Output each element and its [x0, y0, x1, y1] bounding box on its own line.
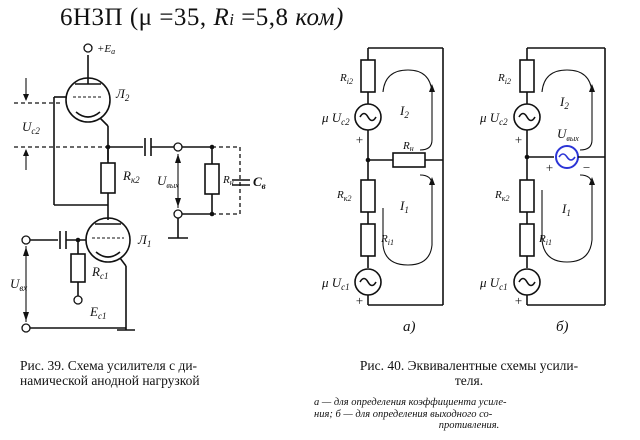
- svg-text:Ri2: Ri2: [339, 72, 353, 86]
- svg-text:б): б): [556, 319, 569, 335]
- svg-text:μ Uc2: μ Uc2: [321, 110, 350, 127]
- svg-text:+Ea: +Ea: [97, 43, 115, 56]
- svg-text:μ Uc2: μ Uc2: [479, 110, 508, 127]
- svg-text:I2: I2: [559, 94, 569, 111]
- title-mu: (μ =35,: [129, 4, 207, 31]
- svg-text:Rc1: Rc1: [91, 264, 108, 281]
- title-ri: R: [213, 4, 230, 31]
- svg-text:+: +: [355, 293, 364, 308]
- svg-text:I2: I2: [399, 103, 409, 120]
- svg-text:а): а): [403, 319, 416, 335]
- fig40a: Ri2 μ Uc2 + I2 Rн Rк2 I1 Ri1 μ Uc1 + а): [321, 47, 444, 335]
- fig39-caption-line2: намической анодной нагрузкой: [20, 373, 200, 388]
- svg-text:μ Uc1: μ Uc1: [479, 275, 508, 292]
- rn-resistor-a: [392, 152, 426, 168]
- title-unit: ком): [295, 4, 344, 31]
- svg-text:Rк2: Rк2: [336, 189, 351, 203]
- svg-text:Uc2: Uc2: [22, 119, 40, 136]
- title-ri-sub: i: [229, 10, 235, 29]
- fig40b: + − Ri2 μ Uc2 + I2 Uвых Rк2 I1 Ri1 μ Uc1…: [479, 47, 606, 335]
- svg-text:Cв: Cв: [253, 174, 266, 191]
- fig40-subcaption-line1: а — для определения коэффициента усиле-: [314, 397, 507, 408]
- svg-text:Uвх: Uвх: [10, 276, 27, 293]
- svg-text:Л1: Л1: [137, 232, 151, 249]
- svg-text:Ri2: Ri2: [497, 72, 511, 86]
- svg-text:Ri1: Ri1: [380, 233, 394, 247]
- svg-text:I1: I1: [399, 198, 409, 215]
- svg-text:Л2: Л2: [115, 86, 130, 103]
- svg-text:+: +: [514, 132, 523, 147]
- svg-text:Uвых: Uвых: [157, 173, 179, 190]
- tube-type: 6Н3П: [60, 4, 124, 31]
- fig39-caption: Рис. 39. Схема усилителя с ди- намическо…: [20, 358, 200, 388]
- fig40-caption: Рис. 40. Эквивалентные схемы усили- теля…: [313, 358, 625, 388]
- svg-text:Rк2: Rк2: [494, 189, 509, 203]
- svg-text:Rк2: Rк2: [122, 168, 140, 185]
- svg-text:I1: I1: [561, 201, 571, 218]
- ea-terminal: [83, 43, 93, 53]
- fig39-caption-line1: Рис. 39. Схема усилителя с ди-: [20, 358, 198, 373]
- fig40-caption-line2: теля.: [454, 373, 484, 388]
- svg-text:Rн: Rн: [402, 140, 414, 153]
- fig40-caption-line1: Рис. 40. Эквивалентные схемы усили-: [359, 358, 579, 373]
- title-ri-value: =5,8: [241, 4, 289, 31]
- svg-text:μ Uc1: μ Uc1: [321, 275, 350, 292]
- svg-text:Rн: Rн: [222, 174, 234, 187]
- svg-text:+: +: [545, 160, 554, 175]
- svg-text:−: −: [582, 160, 591, 175]
- svg-text:+: +: [514, 293, 523, 308]
- fig40-subcaption-line2: ния; б — для определения выходного со-: [314, 408, 493, 420]
- svg-text:Uвых: Uвых: [557, 126, 579, 143]
- tube-l2: [65, 70, 111, 123]
- fig40-subcaption-line3: противления.: [438, 420, 500, 431]
- svg-text:Ec1: Ec1: [89, 304, 106, 321]
- svg-text:Ri1: Ri1: [538, 233, 552, 247]
- fig40-subcaption: а — для определения коэффициента усиле- …: [314, 397, 624, 432]
- svg-text:+: +: [355, 132, 364, 147]
- page-title: 6Н3П (μ =35, Ri =5,8 ком): [60, 4, 344, 32]
